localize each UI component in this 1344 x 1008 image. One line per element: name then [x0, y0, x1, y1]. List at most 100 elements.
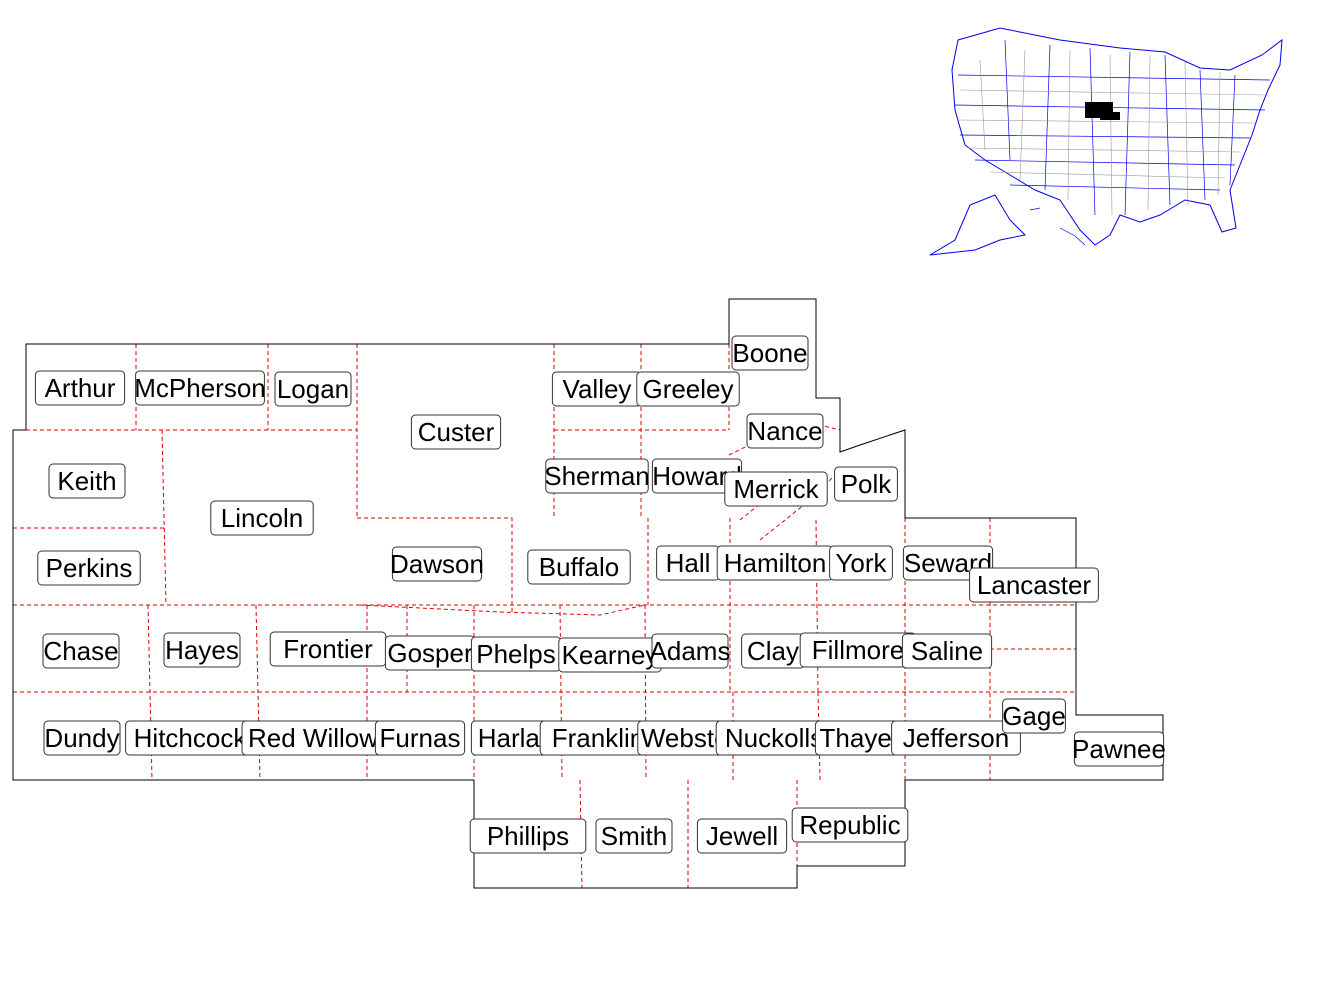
county-label-box	[651, 633, 729, 669]
county-name: Jefferson	[903, 723, 1009, 753]
county-name: Phillips	[487, 821, 569, 851]
county-name: Arthur	[45, 373, 116, 403]
county-label-box	[791, 807, 909, 843]
county-label-box	[163, 632, 241, 668]
county-label: Logan	[274, 371, 352, 407]
county-label: Frontier	[269, 631, 387, 667]
county-name: Dawson	[390, 549, 484, 579]
county-name: Frontier	[283, 634, 373, 664]
county-label: Hayes	[163, 632, 241, 668]
county-label-box	[901, 633, 993, 669]
county-label-box	[545, 458, 649, 494]
county-label-box	[37, 550, 141, 586]
county-name: Hall	[666, 548, 711, 578]
county-label: Buffalo	[527, 549, 631, 585]
county-label: Boone	[731, 335, 809, 371]
county-name: Custer	[418, 417, 495, 447]
county-label-box	[834, 466, 898, 502]
county-label-box	[210, 500, 314, 536]
county-name: Smith	[601, 821, 667, 851]
county-label-box	[43, 720, 121, 756]
county-label: Kearney	[558, 637, 662, 673]
county-label: Red Willow	[241, 720, 385, 756]
county-label-box	[410, 414, 502, 450]
county-label: Franklin	[539, 720, 657, 756]
county-label: Hamilton	[716, 545, 834, 581]
county-label: Republic	[791, 807, 909, 843]
county-name: Lancaster	[977, 570, 1092, 600]
county-label: Chase	[42, 633, 120, 669]
county-name: McPherson	[134, 373, 266, 403]
county-name: Boone	[732, 338, 807, 368]
county-name: Merrick	[733, 474, 819, 504]
county-label: Lincoln	[210, 500, 314, 536]
county-label-box	[469, 818, 587, 854]
county-label-box	[746, 413, 824, 449]
county-label: Furnas	[374, 720, 466, 756]
county-borders	[13, 344, 1076, 889]
county-label-box	[595, 818, 673, 854]
county-name: Hayes	[165, 635, 239, 665]
county-label: Phillips	[469, 818, 587, 854]
highlighted-region-tab	[1100, 112, 1120, 120]
county-name: York	[835, 548, 887, 578]
county-name: Nuckolls	[725, 723, 823, 753]
county-label: Arthur	[34, 370, 126, 406]
county-name: Kearney	[562, 640, 659, 670]
county-label: Perkins	[37, 550, 141, 586]
county-label: Dundy	[43, 720, 121, 756]
county-label: Polk	[834, 466, 898, 502]
county-label-box	[829, 545, 893, 581]
county-name: Valley	[563, 374, 632, 404]
county-label-box	[636, 371, 740, 407]
county-label-box	[724, 471, 828, 507]
county-name: Franklin	[552, 723, 644, 753]
county-label: Thayer	[814, 720, 906, 756]
county-label-box	[374, 720, 466, 756]
county-label-box	[1002, 698, 1066, 734]
county-label-box	[42, 633, 120, 669]
county-label-box	[696, 818, 788, 854]
county-name: Pawnee	[1072, 734, 1166, 764]
county-label: Adams	[650, 633, 731, 669]
county-label: Sherman	[544, 458, 650, 494]
county-name: Chase	[43, 636, 118, 666]
county-label-box	[1073, 731, 1165, 767]
county-label: Gage	[1002, 698, 1066, 734]
county-label: Dawson	[390, 546, 484, 582]
county-name: Furnas	[380, 723, 461, 753]
county-label: Hitchcock	[125, 720, 255, 756]
county-name: Thayer	[820, 723, 901, 753]
county-name: Greeley	[642, 374, 733, 404]
county-label-box	[891, 720, 1021, 756]
county-label: Gosper	[384, 635, 476, 671]
county-label: Jewell	[696, 818, 788, 854]
county-label: Harlan	[470, 720, 562, 756]
county-name: Fillmore	[812, 635, 904, 665]
county-name: Adams	[650, 636, 731, 666]
county-label: Clay	[741, 633, 805, 669]
county-name: Nance	[747, 416, 822, 446]
county-label-box	[135, 370, 265, 406]
county-label: Greeley	[636, 371, 740, 407]
county-label: York	[829, 545, 893, 581]
county-name: Sherman	[544, 461, 650, 491]
county-name: Phelps	[476, 639, 556, 669]
county-label-box	[48, 463, 126, 499]
county-label: Fillmore	[799, 632, 917, 668]
county-name: Jewell	[706, 821, 778, 851]
county-name: Gosper	[387, 638, 473, 668]
county-name: Buffalo	[539, 552, 619, 582]
county-label-box	[34, 370, 126, 406]
county-name: Saline	[911, 636, 983, 666]
county-label: Smith	[595, 818, 673, 854]
county-label-box	[391, 546, 483, 582]
county-label: Keith	[48, 463, 126, 499]
county-label: Valley	[551, 371, 643, 407]
county-name: Hitchcock	[134, 723, 248, 753]
county-name: Perkins	[46, 553, 133, 583]
county-label: Pawnee	[1072, 731, 1166, 767]
county-label: Custer	[410, 414, 502, 450]
county-label: Nance	[746, 413, 824, 449]
